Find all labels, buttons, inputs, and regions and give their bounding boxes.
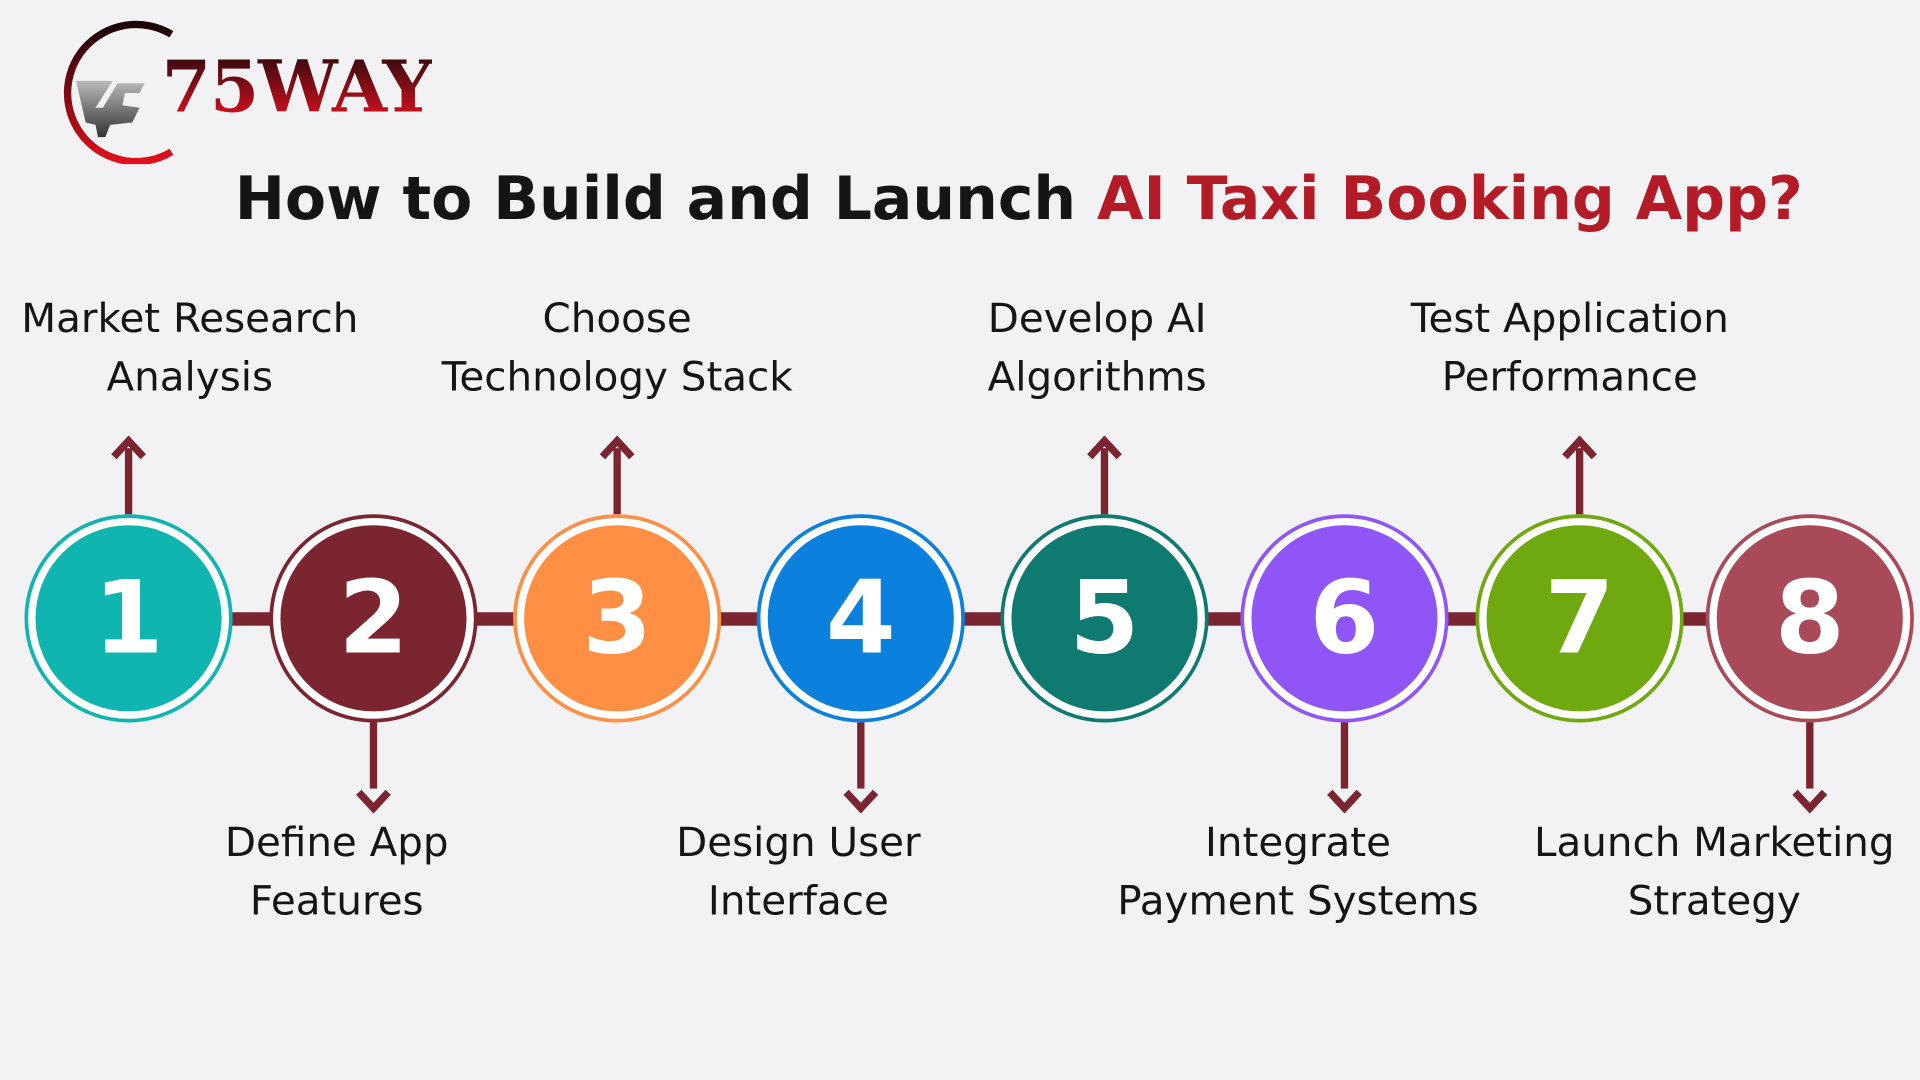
step-number: 4 (762, 520, 959, 717)
connector-stem (857, 722, 865, 789)
step-label-line1: Define App (224, 817, 449, 866)
step-label-line2: Algorithms (987, 352, 1207, 401)
step-label-line1: Design User (676, 817, 921, 866)
step-circle: 7 (1475, 514, 1684, 723)
step-label-line1: Integrate (1204, 817, 1391, 866)
step-label-line2: Analysis (106, 352, 274, 401)
step-label-line2: Technology Stack (441, 352, 793, 401)
connector-stem (1575, 448, 1584, 515)
step-label-line1: Choose (542, 293, 692, 342)
logo-text: 75WAY (161, 45, 433, 129)
arrow-up-icon (599, 435, 635, 460)
step-number: 1 (30, 520, 227, 717)
step-number: 5 (1006, 520, 1203, 717)
step-number: 6 (1246, 520, 1443, 717)
step-number: 3 (519, 520, 716, 717)
step-label-line2: Features (249, 876, 424, 925)
step-label-line1: Develop AI (987, 293, 1207, 342)
page-title: How to Build and Launch AI Taxi Booking … (0, 164, 1920, 234)
step-label-line1: Market Research (21, 293, 359, 342)
step-number: 2 (275, 520, 472, 717)
step-label-line2: Strategy (1627, 876, 1801, 925)
arrow-down-icon (1327, 789, 1362, 814)
step-number: 7 (1481, 520, 1678, 717)
step-label-line1: Launch Marketing (1533, 817, 1895, 866)
connector-stem (1100, 448, 1109, 515)
connector-stem (1806, 722, 1814, 789)
arrow-down-icon (356, 789, 391, 814)
step-label-line1: Test Application (1410, 293, 1729, 342)
connector-stem (1340, 722, 1349, 789)
arrow-up-icon (111, 435, 146, 460)
step-circle: 5 (1000, 514, 1209, 723)
logo-swoosh-icon (63, 20, 174, 165)
arrow-down-icon (1792, 789, 1828, 814)
step-circle: 8 (1705, 514, 1914, 723)
arrow-down-icon (843, 789, 879, 814)
step-label-line2: Interface (707, 876, 889, 925)
connector-stem (613, 448, 621, 515)
step-label-line2: Performance (1441, 352, 1698, 401)
arrow-up-icon (1562, 435, 1597, 460)
step-circle: 2 (269, 514, 478, 723)
step-circle: 6 (1240, 514, 1449, 723)
arrow-up-icon (1087, 435, 1122, 460)
step-circle: 4 (756, 514, 965, 723)
title-highlight: AI Taxi Booking App? (1097, 164, 1803, 234)
title-prefix: How to Build and Launch (234, 164, 1098, 234)
connector-stem (124, 448, 133, 515)
step-label: Develop AI Algorithms (988, 289, 1207, 407)
connector-stem (369, 722, 378, 789)
step-number: 8 (1711, 520, 1908, 717)
step-circle: 1 (24, 514, 233, 723)
step-label-line2: Payment Systems (1117, 876, 1479, 925)
step-circle: 3 (513, 514, 722, 723)
